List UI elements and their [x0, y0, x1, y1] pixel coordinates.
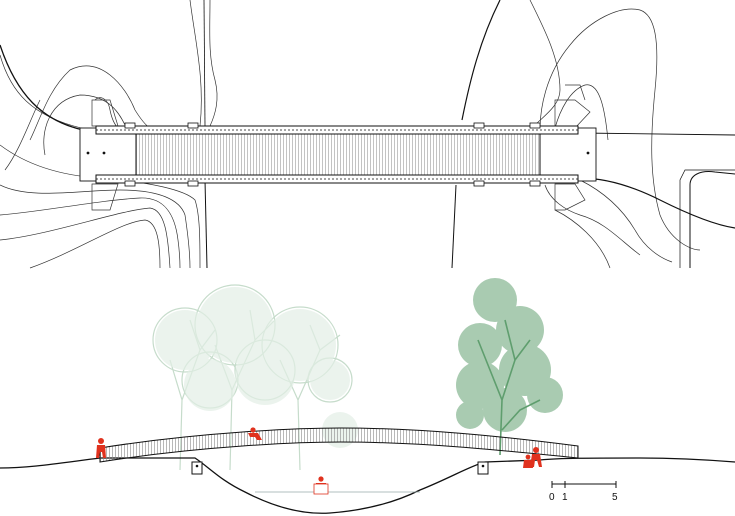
bridge-deck — [135, 133, 541, 177]
tree-icon — [456, 278, 563, 456]
bridge-arch — [99, 427, 579, 463]
person-figure-icon — [248, 427, 262, 440]
person-figure-icon — [523, 447, 542, 468]
shoreline-right — [461, 0, 501, 121]
bearings — [124, 122, 541, 187]
contour-lines-left — [0, 0, 218, 269]
scale-label-5: 5 — [612, 492, 618, 503]
ground-profile — [0, 457, 735, 514]
road-right — [579, 177, 735, 229]
landing-left — [79, 127, 137, 182]
bridge-piers — [191, 461, 489, 475]
riverbank-left — [204, 179, 208, 269]
shoreline-left — [0, 44, 96, 133]
riverbank-right — [451, 184, 457, 269]
scale-bar: 0 1 5 — [549, 481, 618, 503]
landing-right — [539, 127, 597, 182]
plan-view — [0, 0, 735, 269]
person-figure-icon — [96, 438, 106, 458]
elevation-view: 0 1 5 — [0, 278, 735, 514]
contour-lines-right — [529, 0, 701, 269]
scale-label-0: 0 — [549, 492, 555, 503]
scale-label-1: 1 — [562, 492, 568, 503]
